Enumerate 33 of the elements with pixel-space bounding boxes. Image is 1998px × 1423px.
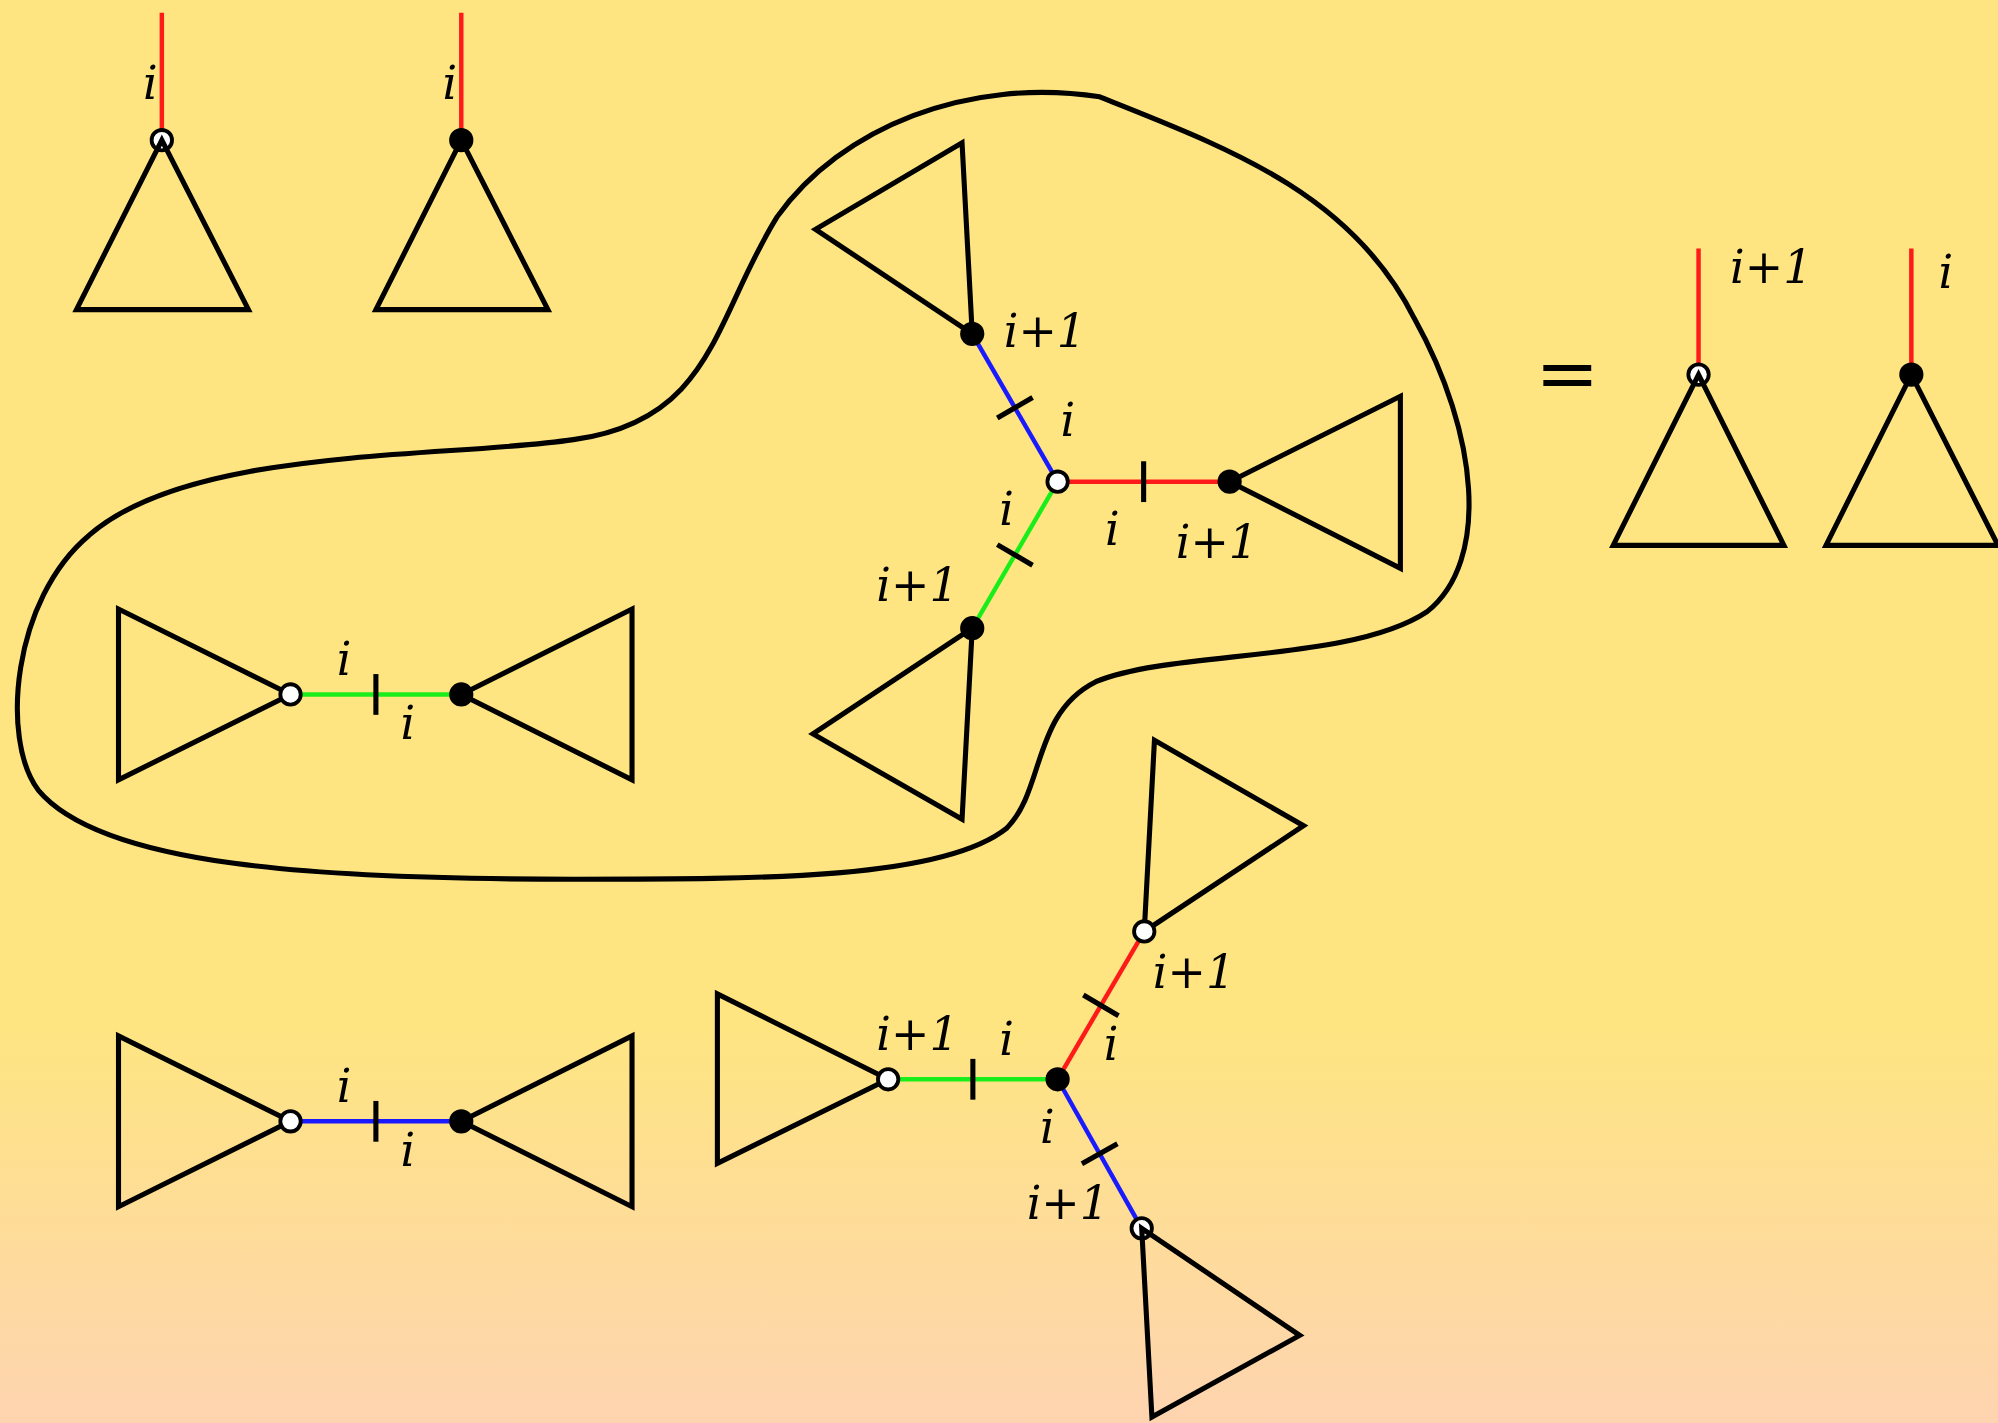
edge-line [302,1119,450,1124]
index-label: i+1 [1152,949,1236,996]
index-label: i [336,637,352,683]
index-label: i [1060,397,1076,444]
edge-line [1069,479,1219,484]
index-label: i [442,61,458,108]
edge-line [1061,940,1141,1071]
edge-line [159,12,165,129]
index-label: i [400,1127,416,1174]
edge-line [1696,248,1701,364]
edge-line [302,692,450,697]
index-label: i [336,1064,352,1110]
index-label: i+1 [1003,308,1086,355]
index-label: i [999,1016,1014,1063]
edge-line [1909,248,1914,364]
index-label: i [1103,1021,1119,1068]
index-label: i [1105,507,1120,553]
edge-line [976,490,1054,620]
index-label: i [999,486,1014,533]
index-label: i [400,700,416,747]
index-label: i+1 [876,1011,959,1058]
index-label: i+1 [876,563,959,610]
edge-line [1061,1088,1139,1220]
index-label: i [143,61,158,108]
edge-line [459,12,464,129]
index-label: i [1040,1104,1055,1151]
equals-sign: = [1535,333,1600,411]
index-label: i+1 [1026,1181,1109,1228]
edge-line [976,342,1054,473]
index-label: i+1 [1175,519,1259,566]
edge-line [899,1077,1047,1082]
index-label: i [1938,249,1954,296]
index-label: i+1 [1730,244,1813,291]
